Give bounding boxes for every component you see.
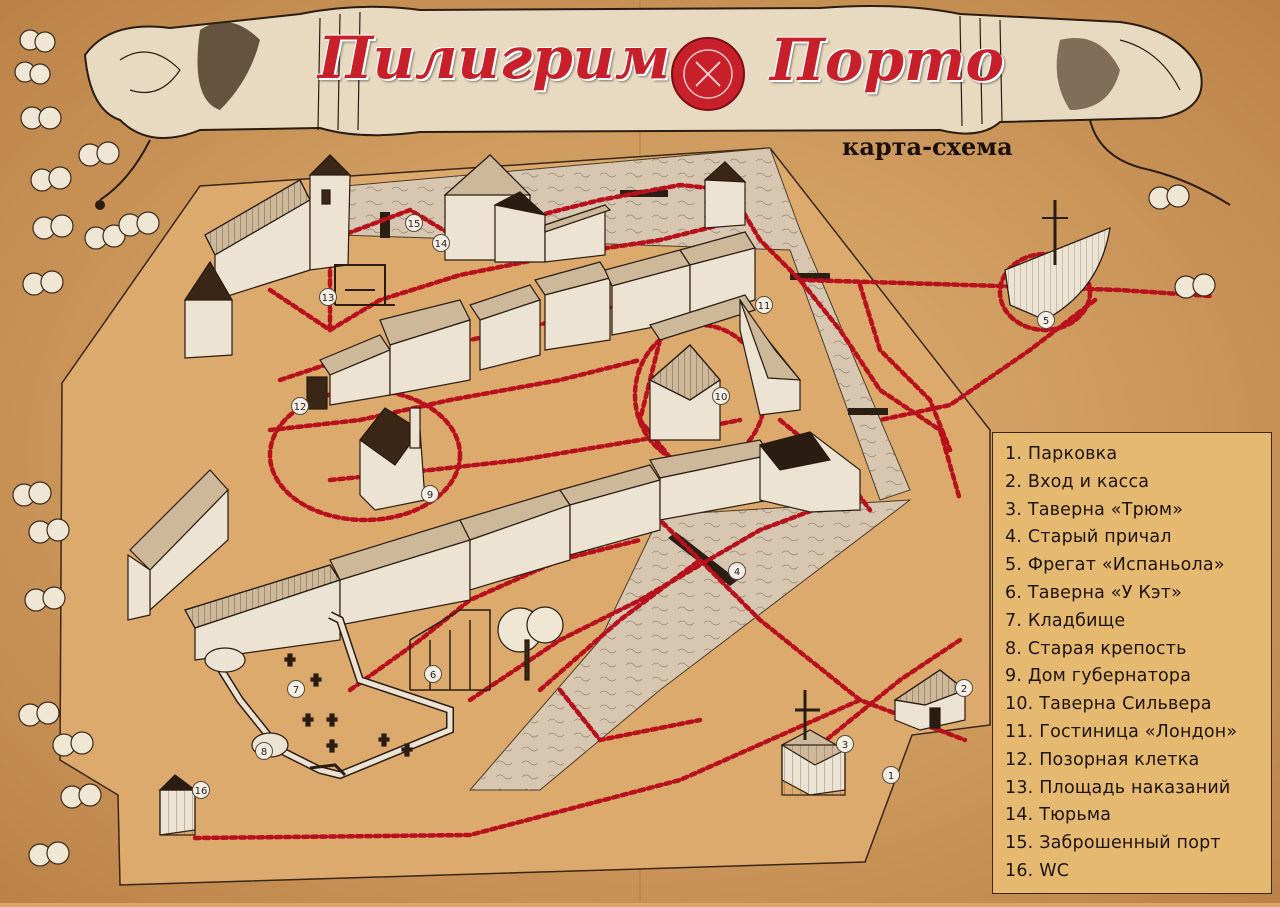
building-hotel-london bbox=[649, 294, 802, 416]
marker-5-number: 5 bbox=[1043, 316, 1049, 327]
marker-14-number: 14 bbox=[435, 239, 448, 250]
legend-item-12[interactable]: 12. Позорная клетка bbox=[1005, 749, 1200, 770]
marker-1[interactable]: 1 bbox=[882, 766, 900, 784]
cemetery-graves bbox=[284, 653, 413, 757]
marker-10-number: 10 bbox=[715, 392, 728, 403]
building-row-lower bbox=[184, 431, 861, 661]
building-entrance bbox=[893, 669, 967, 731]
location-markers: 1 2 3 4 5 6 7 8 9 10 11 12 13 14 15 16 bbox=[192, 214, 1055, 799]
legend-item-14[interactable]: 14. Тюрьма bbox=[1005, 805, 1112, 826]
legend-item-7[interactable]: 7. Кладбище bbox=[1005, 610, 1126, 631]
marker-3[interactable]: 3 bbox=[836, 735, 854, 753]
legend-item-1[interactable]: 1. Парковка bbox=[1005, 444, 1118, 464]
marker-7[interactable]: 7 bbox=[287, 680, 305, 698]
legend-item-4[interactable]: 4. Старый причал bbox=[1005, 527, 1172, 548]
marker-13[interactable]: 13 bbox=[319, 288, 337, 306]
marker-8[interactable]: 8 bbox=[255, 742, 273, 760]
legend-item-11[interactable]: 11. Гостиница «Лондон» bbox=[1005, 721, 1238, 742]
legend-item-8[interactable]: 8. Старая крепость bbox=[1005, 638, 1187, 659]
title-scroll bbox=[83, 5, 1231, 210]
legend-item-16[interactable]: 16. WC bbox=[1005, 860, 1070, 881]
marker-14[interactable]: 14 bbox=[432, 234, 450, 252]
marker-1-number: 1 bbox=[888, 771, 894, 782]
building-kat-tavern bbox=[409, 609, 491, 691]
wax-seal bbox=[671, 37, 745, 111]
building-left-small bbox=[127, 469, 229, 621]
marker-8-number: 8 bbox=[261, 747, 267, 758]
building-governor bbox=[359, 407, 426, 511]
marker-16-number: 16 bbox=[195, 786, 208, 797]
legend-item-9[interactable]: 9. Дом губернатора bbox=[1005, 666, 1192, 687]
marker-5[interactable]: 5 bbox=[1037, 311, 1055, 329]
marker-4[interactable]: 4 bbox=[728, 562, 746, 580]
trees bbox=[12, 29, 1216, 867]
building-tavern-trum bbox=[780, 690, 847, 796]
marker-13-number: 13 bbox=[322, 293, 335, 304]
building-prison bbox=[443, 154, 612, 263]
tree-kat bbox=[497, 606, 564, 681]
building-row-middle bbox=[319, 161, 756, 406]
marker-4-number: 4 bbox=[734, 567, 740, 578]
marker-2[interactable]: 2 bbox=[955, 679, 973, 697]
marker-11[interactable]: 11 bbox=[755, 296, 773, 314]
building-upper-left bbox=[183, 154, 352, 359]
buildings bbox=[127, 154, 1111, 836]
marker-6-number: 6 bbox=[430, 670, 436, 681]
title-word-porto: Порто bbox=[770, 26, 1005, 94]
map-subtitle: карта-схема bbox=[842, 132, 1013, 161]
marker-9[interactable]: 9 bbox=[421, 485, 439, 503]
legend-item-10[interactable]: 10. Таверна Сильвера bbox=[1005, 694, 1212, 715]
marker-11-number: 11 bbox=[758, 301, 771, 312]
marker-15-number: 15 bbox=[408, 219, 421, 230]
marker-12[interactable]: 12 bbox=[291, 397, 309, 415]
marker-16[interactable]: 16 bbox=[192, 781, 210, 799]
map-legend: 1. Парковка 2. Вход и касса 3. Таверна «… bbox=[992, 432, 1272, 894]
title-word-piligrim: Пилигрим bbox=[318, 24, 671, 92]
marker-15[interactable]: 15 bbox=[405, 214, 423, 232]
marker-12-number: 12 bbox=[294, 402, 307, 413]
building-silver-tavern bbox=[648, 344, 721, 441]
legend-item-2[interactable]: 2. Вход и касса bbox=[1005, 471, 1150, 492]
marker-6[interactable]: 6 bbox=[424, 665, 442, 683]
legend-item-5[interactable]: 5. Фрегат «Испаньола» bbox=[1005, 555, 1225, 576]
marker-10[interactable]: 10 bbox=[712, 387, 730, 405]
gallows bbox=[334, 264, 395, 306]
marker-7-number: 7 bbox=[293, 685, 299, 696]
marker-9-number: 9 bbox=[427, 490, 433, 501]
legend-item-3[interactable]: 3. Таверна «Трюм» bbox=[1005, 499, 1184, 520]
marker-3-number: 3 bbox=[842, 740, 848, 751]
building-wc bbox=[158, 774, 197, 836]
legend-item-6[interactable]: 6. Таверна «У Кэт» bbox=[1005, 582, 1183, 603]
pillory-cage bbox=[306, 376, 328, 410]
marker-2-number: 2 bbox=[961, 684, 967, 695]
legend-item-13[interactable]: 13. Площадь наказаний bbox=[1005, 777, 1231, 798]
legend-item-15[interactable]: 15. Заброшенный порт bbox=[1005, 833, 1221, 854]
